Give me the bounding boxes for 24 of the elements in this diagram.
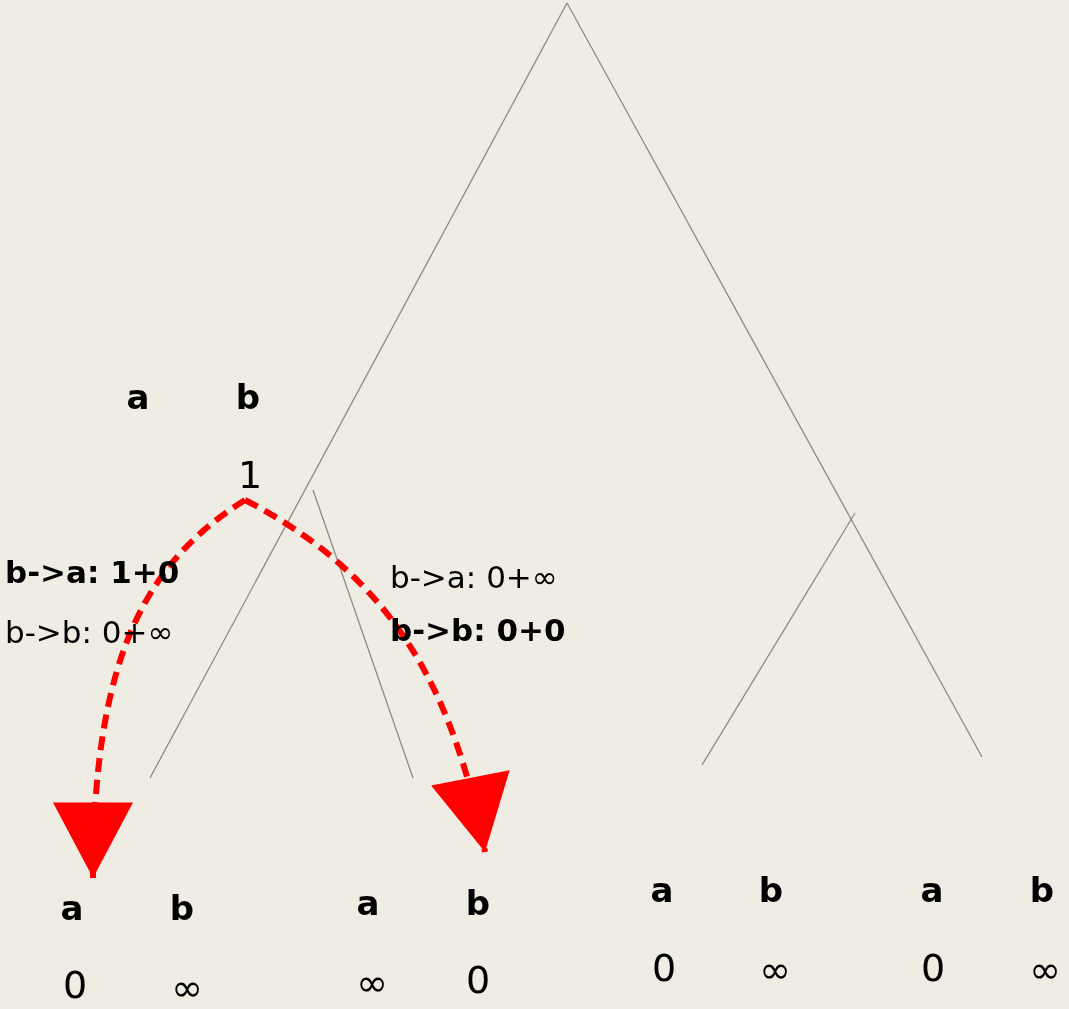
state-label: a xyxy=(126,380,150,414)
cost-value: 0 xyxy=(62,966,88,1004)
cost-formula: b->a: 0+∞ xyxy=(390,561,558,593)
cost-value: ∞ xyxy=(356,964,388,1002)
cost-value: 1 xyxy=(237,456,263,494)
state-label: b xyxy=(758,873,784,907)
state-label: a xyxy=(356,886,380,920)
state-label: a xyxy=(650,873,674,907)
cost-formula: b->a: 1+0 xyxy=(5,556,180,588)
state-label: a xyxy=(60,891,84,925)
state-label: b xyxy=(465,886,491,920)
cost-value: 0 xyxy=(920,949,946,987)
state-label: b xyxy=(235,380,261,414)
arrow xyxy=(54,497,247,879)
state-label: b xyxy=(1029,873,1055,907)
cost-value: ∞ xyxy=(171,969,203,1007)
state-label: b xyxy=(169,891,195,925)
arrow xyxy=(243,497,509,853)
state-label: a xyxy=(920,873,944,907)
cost-value: 0 xyxy=(651,949,677,987)
cost-value: ∞ xyxy=(1029,951,1061,989)
cost-value: 0 xyxy=(465,961,491,999)
cost-formula: b->b: 0+∞ xyxy=(5,616,174,648)
cost-value: ∞ xyxy=(759,951,791,989)
